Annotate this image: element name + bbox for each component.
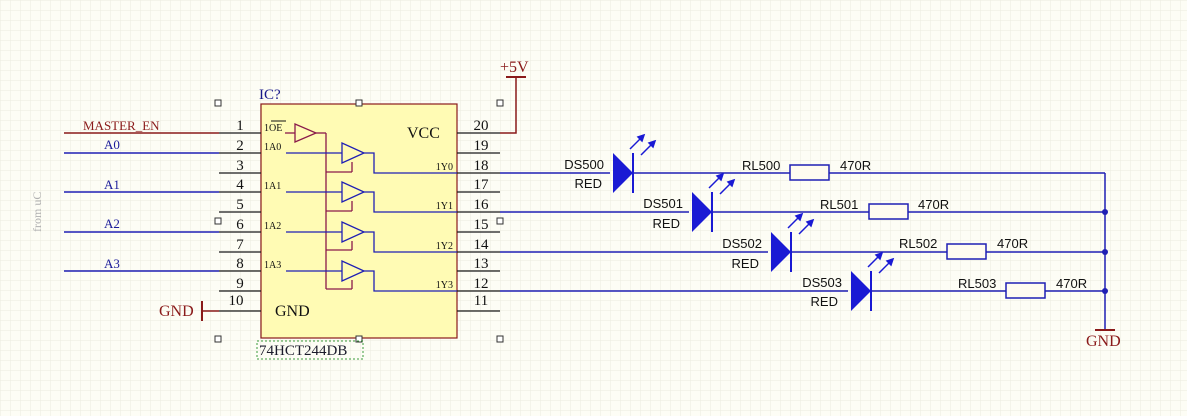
resistor-value: 470R (918, 197, 949, 212)
pin-number: 18 (474, 158, 489, 174)
resistor-designator: RL502 (899, 236, 937, 251)
pin-label-1y2: 1Y2 (436, 241, 453, 252)
led-ds502[interactable]: DS502 RED (722, 212, 815, 272)
led-designator: DS500 (564, 157, 604, 172)
led-designator: DS501 (643, 196, 683, 211)
led-designator: DS502 (722, 236, 762, 251)
pin-number: 15 (474, 217, 489, 233)
vcc-label: +5V (500, 59, 529, 76)
pin-number: 9 (236, 276, 244, 292)
gnd-left-port[interactable]: GND (159, 301, 219, 321)
pin-label-1a0: 1A0 (264, 142, 281, 153)
resistor-designator: RL500 (742, 158, 780, 173)
pin-number: 6 (236, 217, 244, 233)
ic-designator: IC? (259, 87, 281, 103)
pin-number: 20 (474, 118, 489, 134)
pin-number: 1 (236, 118, 244, 134)
pin-number: 16 (474, 197, 490, 213)
led-ds501[interactable]: DS501 RED (643, 172, 736, 232)
pin-number: 13 (474, 256, 489, 272)
light-arrows-icon (867, 251, 895, 274)
net-label-a1: A1 (104, 177, 120, 192)
led-color: RED (732, 256, 759, 271)
vcc-power-port[interactable]: +5V (500, 59, 529, 134)
side-note-from-uc: from uC (30, 192, 44, 232)
input-net-labels: MASTER_EN A0 A1 A2 A3 (83, 118, 160, 271)
pin-number: 10 (229, 293, 244, 309)
ic-body[interactable] (260, 103, 458, 339)
part-number-selection (256, 340, 364, 360)
pin-lines (219, 132, 500, 312)
pin-number: 19 (474, 138, 489, 154)
pin-number: 11 (474, 293, 488, 309)
net-label-a3: A3 (104, 256, 120, 271)
pin-label-1a1: 1A1 (264, 181, 281, 192)
gnd-left-label: GND (159, 303, 194, 320)
pin-label-1y0: 1Y0 (436, 162, 453, 173)
pin-number: 14 (474, 237, 490, 253)
pin-number: 4 (236, 177, 244, 193)
light-arrows-icon (629, 133, 657, 156)
gnd-right-port[interactable]: GND (1086, 291, 1121, 350)
resistor-value: 470R (997, 236, 1028, 251)
pin-number: 3 (236, 158, 244, 174)
vcc-pin-label: VCC (407, 125, 440, 142)
pin-number: 2 (236, 138, 244, 154)
resistor-designator: RL501 (820, 197, 858, 212)
resistor-rl500[interactable]: RL500 470R (742, 158, 871, 181)
resistor-designator: RL503 (958, 276, 996, 291)
led-color: RED (575, 176, 602, 191)
led-color: RED (653, 216, 680, 231)
pin-label-1y1: 1Y1 (436, 201, 453, 212)
led-color: RED (811, 294, 838, 309)
output-wires (500, 172, 1106, 292)
pin-number: 12 (474, 276, 489, 292)
inner-right-labels: 1Y0 1Y1 1Y2 1Y3 (436, 162, 453, 291)
net-label-master-en: MASTER_EN (83, 118, 160, 133)
left-pin-numbers: 1 2 3 4 5 6 7 8 9 10 (229, 118, 245, 309)
pin-number: 17 (474, 177, 490, 193)
ic-74hct244[interactable]: IC? 74HCT244DB VCC GND (214, 87, 504, 360)
led-designator: DS503 (802, 275, 842, 290)
pin-number: 7 (236, 237, 244, 253)
resistor-rl501[interactable]: RL501 470R (820, 197, 949, 220)
pin-label-1a3: 1A3 (264, 260, 281, 271)
resistor-value: 470R (1056, 276, 1087, 291)
ic-part-number: 74HCT244DB (259, 343, 347, 359)
net-label-a2: A2 (104, 216, 120, 231)
net-label-a0: A0 (104, 137, 120, 152)
light-arrows-icon (708, 172, 736, 195)
gnd-pin-label: GND (275, 303, 310, 320)
gnd-right-label: GND (1086, 333, 1121, 350)
pin-label-1a2: 1A2 (264, 221, 281, 232)
light-arrows-icon (787, 212, 815, 235)
resistor-rl502[interactable]: RL502 470R (899, 236, 1028, 260)
input-wires (64, 132, 219, 272)
pin-label-1oe: 1OE (264, 123, 282, 134)
pin-number: 5 (236, 197, 244, 213)
led-ds500[interactable]: DS500 RED (564, 133, 657, 193)
pin-label-1y3: 1Y3 (436, 280, 453, 291)
right-pin-numbers: 20 19 18 17 16 15 14 13 12 11 (474, 118, 490, 309)
inner-left-labels: 1OE 1A0 1A1 1A2 1A3 (264, 120, 286, 271)
data-buffers (286, 141, 457, 292)
resistor-rl503[interactable]: RL503 470R (958, 276, 1087, 299)
resistor-value: 470R (840, 158, 871, 173)
junction-dots (1102, 209, 1108, 294)
enable-buffer (285, 123, 353, 290)
pin-number: 8 (236, 256, 244, 272)
selection-handles (214, 99, 504, 343)
led-ds503[interactable]: DS503 RED (802, 251, 895, 311)
